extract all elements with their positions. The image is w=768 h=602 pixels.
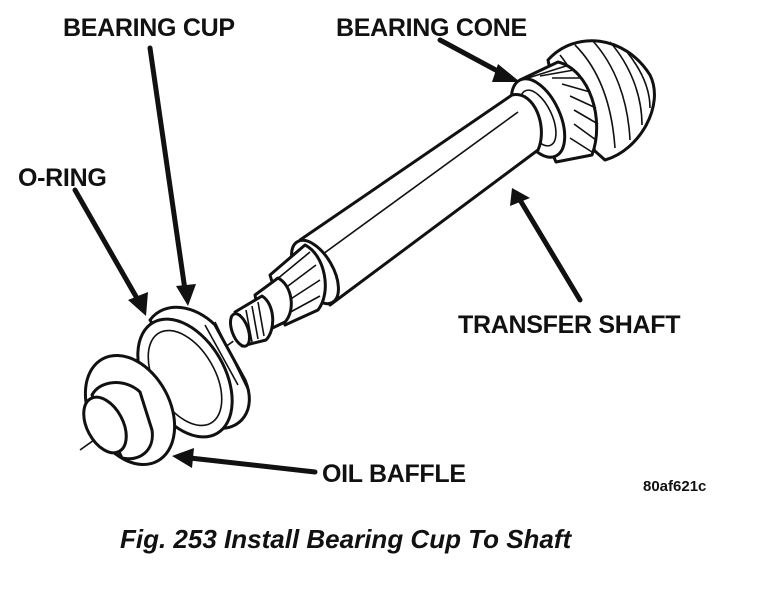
label-bearing-cone: BEARING CONE (336, 14, 527, 42)
arrow-transfer-shaft (510, 188, 583, 303)
arrow-oil-baffle (172, 448, 318, 475)
figure-code: 80af621c (643, 478, 706, 495)
label-o-ring: O-RING (18, 164, 106, 192)
arrow-bearing-cup (147, 45, 196, 306)
arrow-o-ring (72, 187, 148, 316)
label-bearing-cup: BEARING CUP (63, 14, 235, 42)
label-oil-baffle: OIL BAFFLE (322, 460, 466, 488)
transfer-shaft (228, 93, 543, 348)
oil-baffle (82, 353, 177, 467)
figure-caption: Fig. 253 Install Bearing Cup To Shaft (120, 524, 573, 554)
arrow-bearing-cone (437, 37, 520, 82)
label-transfer-shaft: TRANSFER SHAFT (458, 311, 680, 339)
